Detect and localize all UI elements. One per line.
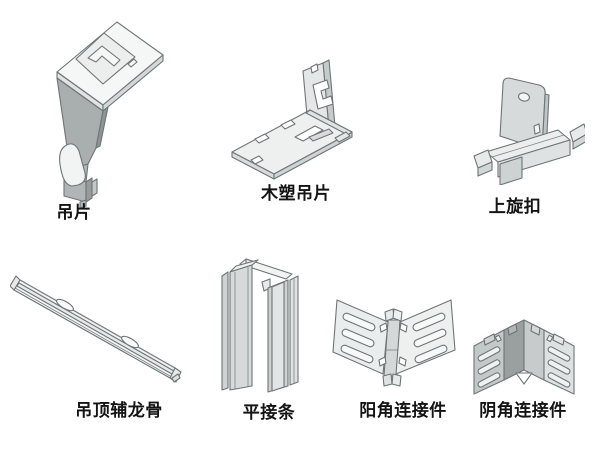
top-swivel-buckle-illustration [473,77,585,185]
inner-corner-connector-illustration [473,319,575,395]
outer-corner-connector-illustration [332,299,456,387]
product-item-outer-corner-connector: 阳角连接件 [328,288,463,421]
wpc-hanger-clip-illustration [231,59,353,180]
hanger-clip-illustration [56,21,164,209]
product-item-hanger-clip: 吊片 [40,14,175,223]
product-item-inner-corner-connector: 阴角连接件 [462,312,587,421]
product-label: 上旋扣 [488,197,542,217]
product-item-flat-joint-strip: 平接条 [218,250,313,423]
product-item-wpc-hanger-clip: 木塑吊片 [225,55,375,205]
product-label: 吊顶辅龙骨 [75,401,163,421]
product-item-ceiling-sub-keel: 吊顶辅龙骨 [10,268,195,421]
product-label: 阳角连接件 [359,401,447,421]
product-label: 木塑吊片 [261,184,331,204]
product-label: 吊片 [56,203,92,223]
product-item-top-swivel-buckle: 上旋扣 [470,70,585,217]
product-label: 平接条 [242,403,296,423]
product-label: 阴角连接件 [479,401,567,421]
ceiling-sub-keel-illustration [10,275,182,383]
flat-joint-strip-illustration [221,258,299,393]
